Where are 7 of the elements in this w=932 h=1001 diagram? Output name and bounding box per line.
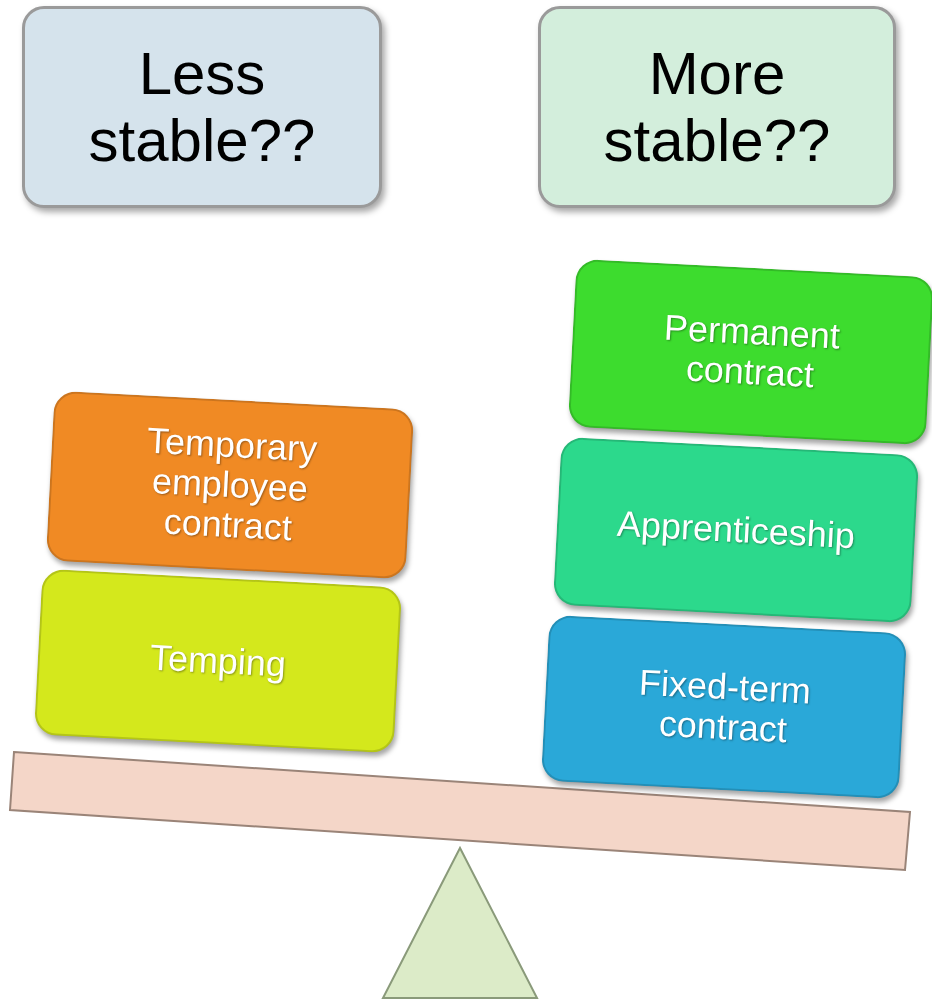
contract-type-box: Permanent contract xyxy=(567,258,932,446)
contract-type-box: Apprenticeship xyxy=(552,436,920,624)
contract-type-box: Fixed-term contract xyxy=(540,614,908,800)
heading-box: More stable?? xyxy=(538,6,896,208)
heading-box: Less stable?? xyxy=(22,6,382,208)
contract-type-box: Temporary employee contract xyxy=(45,390,415,580)
contract-type-box: Temping xyxy=(33,568,403,754)
